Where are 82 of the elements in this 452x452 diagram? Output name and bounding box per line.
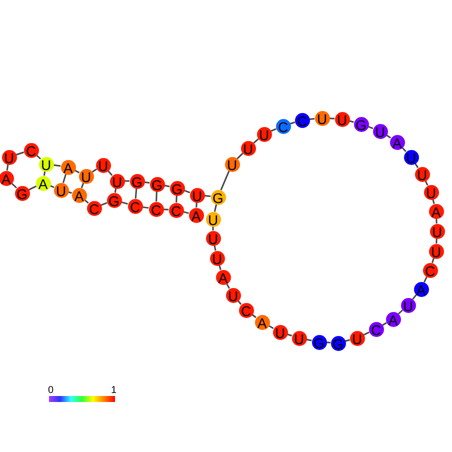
nucleotide-circle: U	[78, 168, 94, 184]
nucleotide-circle: C	[368, 322, 384, 336]
connector-line	[62, 174, 67, 184]
connector-line	[163, 208, 169, 210]
connector-line	[329, 118, 335, 120]
nucleotide-circle: A	[390, 134, 404, 150]
nucleotide-circle: A	[414, 282, 428, 296]
nucleotide-circle: C	[86, 200, 102, 216]
connector-line	[402, 146, 406, 152]
connector-line	[100, 202, 108, 206]
nucleotide-circle: U	[224, 156, 240, 172]
nucleotide-circle: U	[54, 182, 68, 198]
nucleotide-circle: A	[60, 160, 76, 174]
nucleotide-circle: U	[96, 158, 110, 172]
nucleotide-circle: G	[130, 174, 144, 188]
nucleotide-circle: A	[428, 204, 444, 218]
nucleotide-circle: C	[276, 118, 290, 134]
connector-line	[53, 164, 61, 167]
nucleotide-circle: U	[404, 150, 418, 164]
connector-line	[398, 310, 404, 314]
connector-line	[10, 182, 18, 188]
connector-line	[176, 195, 178, 203]
nucleotide-circle: U	[240, 140, 256, 156]
nucleotide-circle: C	[168, 202, 184, 218]
nucleotide-circle: C	[422, 262, 438, 278]
nucleotide-circle: A	[254, 314, 270, 330]
nucleotide-circle: A	[386, 312, 400, 326]
nucleotide-circle: G	[170, 180, 184, 196]
nucleotide-circle: G	[354, 116, 368, 132]
nucleotide-circle: U	[334, 112, 350, 126]
nucleotide-circle: U	[206, 212, 220, 226]
nucleotide-circle: G	[210, 190, 226, 204]
nucleotide-circle: G	[14, 186, 30, 200]
connector-line	[196, 202, 198, 208]
nucleotide-circle: U	[2, 150, 16, 164]
nucleotide-circle: U	[110, 174, 124, 188]
connector-line	[236, 152, 244, 160]
nucleotide-circle: U	[226, 288, 240, 302]
connector-line	[80, 182, 84, 188]
nucleotide-circle: C	[128, 198, 142, 214]
nucleotide-circle: U	[190, 188, 204, 202]
connector-line	[36, 154, 42, 160]
scale-tick-label: 1	[111, 386, 117, 396]
nucleotide-circle: U	[38, 156, 54, 172]
nucleotide-circle: U	[372, 124, 388, 138]
nucleotide-circle: A	[72, 188, 86, 202]
nucleotide-circle: U	[430, 224, 444, 238]
connector-line	[92, 168, 98, 173]
nucleotide-circle: C	[238, 302, 254, 318]
nucleotide-circle: U	[256, 126, 272, 142]
nucleotide-circle: U	[292, 330, 306, 346]
nucleotide-circle: U	[350, 330, 364, 346]
nucleotide-circle: U	[210, 250, 224, 266]
connector-line	[253, 138, 259, 144]
nucleotide-circle: G	[150, 176, 164, 192]
nucleotide-circle: U	[206, 230, 220, 246]
nucleotide-circle: G	[106, 192, 122, 208]
nucleotide-circle: U	[400, 298, 416, 312]
scale-tick-label: 0	[48, 386, 54, 396]
nucleotide-circle: U	[424, 184, 438, 200]
nucleotide-circle: G	[330, 336, 346, 350]
connector-line	[134, 188, 138, 199]
nucleotide-circle: U	[272, 324, 288, 340]
nucleotide-circle: C	[148, 202, 164, 216]
nucleotide-circle: A	[36, 176, 50, 190]
connector-line	[220, 170, 230, 190]
nucleotide-circle: U	[428, 244, 444, 258]
connector-line	[214, 204, 218, 212]
nucleotide-circle: U	[414, 166, 430, 182]
connector-line	[270, 128, 276, 132]
nucleotide-circle: C	[24, 142, 38, 158]
nucleotide-circle: A	[188, 208, 204, 222]
nucleotide-circle: C	[294, 112, 310, 128]
connector-line	[436, 238, 438, 244]
connector-line	[121, 201, 128, 205]
nucleotide-circle: A	[216, 270, 230, 284]
nucleotide-circle: G	[312, 334, 326, 350]
connector-line	[156, 191, 158, 202]
nucleotide-circle: U	[314, 110, 330, 126]
connector-line	[124, 180, 130, 182]
connector-line	[28, 186, 37, 190]
nucleotide-circle: A	[0, 170, 14, 186]
